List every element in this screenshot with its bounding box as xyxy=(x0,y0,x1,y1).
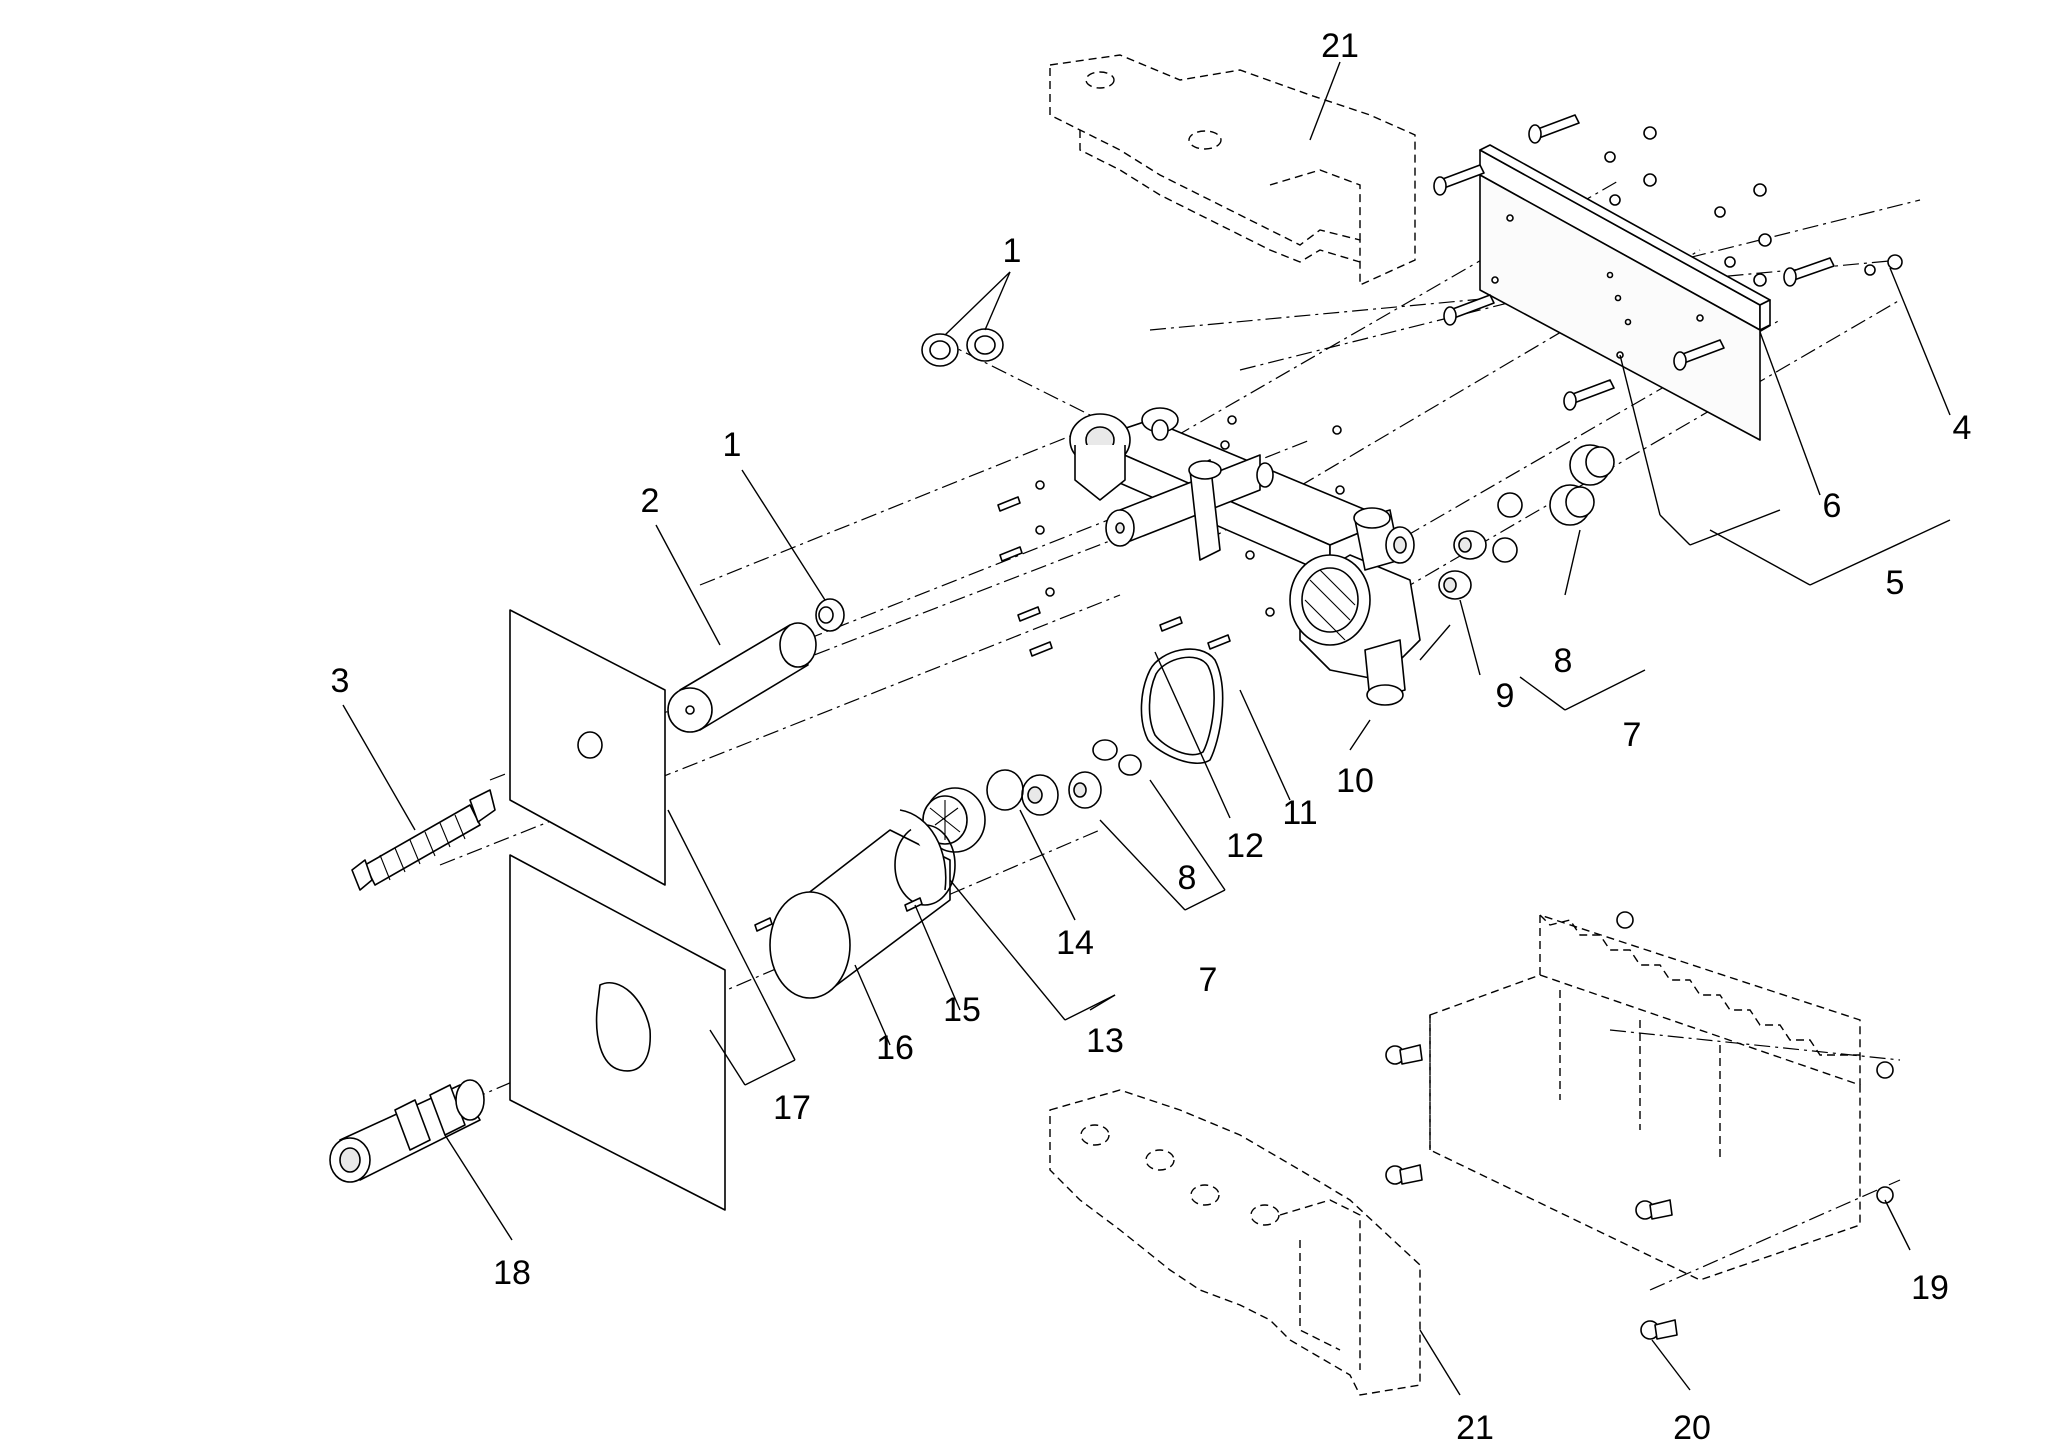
mounting-bracket-bottom xyxy=(1049,1089,1421,1396)
callout-8-center: 8 xyxy=(1178,859,1197,897)
callout-15: 15 xyxy=(943,991,981,1029)
small-screws xyxy=(997,415,1345,657)
callout-13: 13 xyxy=(1086,1022,1124,1060)
cover-cylinder xyxy=(754,809,956,999)
callout-numbers: 21 1 1 2 3 4 5 6 7 8 9 10 11 12 8 7 14 1… xyxy=(331,27,1972,1447)
spring-stem xyxy=(351,789,496,891)
callout-2: 2 xyxy=(641,482,660,520)
callout-5: 5 xyxy=(1886,564,1905,602)
callout-21-top: 21 xyxy=(1321,27,1359,65)
callout-7-right: 7 xyxy=(1623,716,1642,754)
callout-9: 9 xyxy=(1496,677,1515,715)
callout-12: 12 xyxy=(1226,827,1264,865)
callout-10: 10 xyxy=(1336,762,1374,800)
sleeve-cylinder xyxy=(667,622,817,733)
callout-19: 19 xyxy=(1911,1269,1949,1307)
callout-7-center: 7 xyxy=(1199,961,1218,999)
callout-3: 3 xyxy=(331,662,350,700)
callout-11: 11 xyxy=(1282,794,1317,832)
cartridge-disc xyxy=(922,769,1024,853)
thermostatic-cartridge xyxy=(329,1079,485,1183)
mounting-bracket-top xyxy=(1049,54,1416,287)
cartridge-parts-center xyxy=(1021,739,1142,816)
callout-16: 16 xyxy=(876,1029,914,1067)
callout-6: 6 xyxy=(1823,487,1842,525)
wall-sheet-large xyxy=(509,854,726,1211)
callout-1-middle: 1 xyxy=(723,426,742,464)
callout-8-right: 8 xyxy=(1554,642,1573,680)
fittings-top xyxy=(921,328,1004,367)
cartridge-parts-right xyxy=(1438,444,1615,600)
back-plate-assembly xyxy=(1433,114,1903,441)
callout-20: 20 xyxy=(1673,1409,1711,1447)
callout-4: 4 xyxy=(1953,409,1972,447)
callout-14: 14 xyxy=(1056,924,1094,962)
plate-bolts xyxy=(1433,114,1835,411)
callout-21-bottom: 21 xyxy=(1456,1409,1494,1447)
valve-housing xyxy=(1289,507,1421,706)
callout-18: 18 xyxy=(493,1254,531,1292)
plate-nuts xyxy=(1604,126,1903,287)
leader-lines xyxy=(342,61,1951,1396)
gasket-ring xyxy=(1140,648,1224,765)
callout-17: 17 xyxy=(773,1089,811,1127)
wall-sheet-small xyxy=(509,609,666,886)
mounting-frame xyxy=(1385,911,1894,1340)
fitting-small xyxy=(815,598,845,632)
callout-1-top: 1 xyxy=(1003,232,1022,270)
